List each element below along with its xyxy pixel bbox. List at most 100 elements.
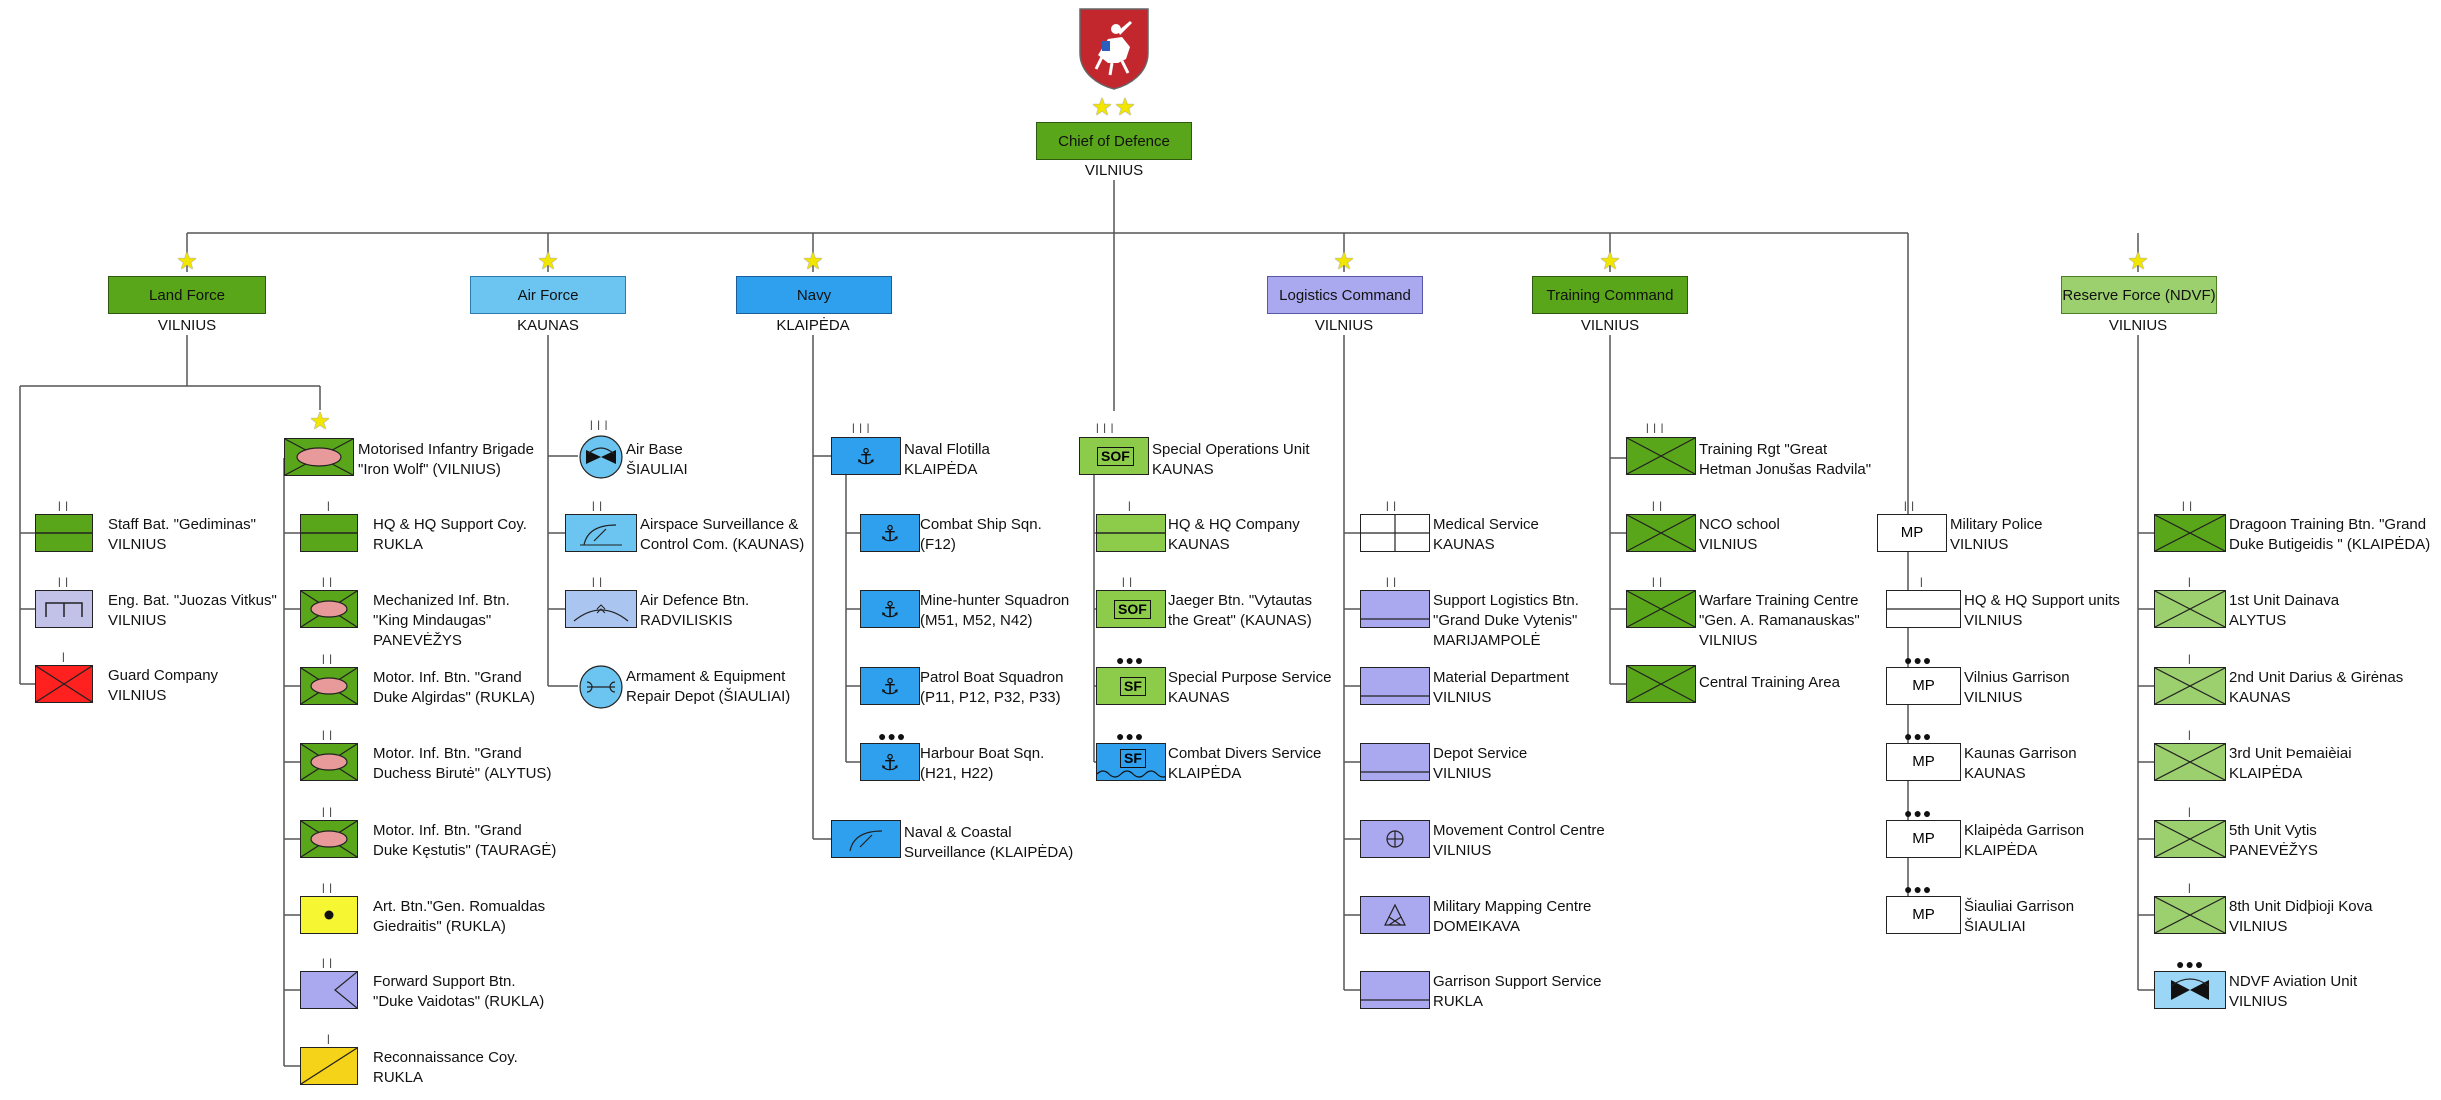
- infantry-icon[interactable]: [2154, 743, 2226, 781]
- infantry-icon[interactable]: [2154, 514, 2226, 552]
- aviation-icon[interactable]: [2154, 971, 2226, 1009]
- logistics-icon[interactable]: [1360, 590, 1430, 628]
- echelon-mark: | |: [58, 501, 69, 512]
- echelon-mark: |: [327, 501, 331, 512]
- motorised-infantry-icon[interactable]: [300, 820, 358, 858]
- combat-divers-icon[interactable]: SF: [1096, 743, 1166, 781]
- branch-city: KAUNAS: [517, 317, 579, 334]
- infantry-icon[interactable]: [1626, 514, 1696, 552]
- unit-label: Eng. Bat. "Juozas Vitkus"VILNIUS: [108, 592, 277, 629]
- forward-support-icon[interactable]: [300, 971, 358, 1009]
- unit-label: HQ & HQ Support Coy.RUKLA: [373, 516, 527, 553]
- sof-icon[interactable]: SOF: [1096, 590, 1166, 628]
- infantry-icon[interactable]: [1626, 437, 1696, 475]
- infantry-icon[interactable]: [1626, 665, 1696, 703]
- anchor-icon[interactable]: ⚓: [831, 437, 901, 475]
- unit-label: Forward Support Btn."Duke Vaidotas" (RUK…: [373, 973, 545, 1010]
- branch-training-command[interactable]: Training Command: [1532, 276, 1688, 314]
- chief-of-defence-box[interactable]: Chief of Defence: [1036, 122, 1192, 160]
- motorised-infantry-icon[interactable]: [300, 667, 358, 705]
- hq-icon[interactable]: [1886, 590, 1961, 628]
- air-defence-icon[interactable]: [565, 590, 637, 628]
- sof-icon[interactable]: SOF: [1079, 437, 1149, 475]
- logistics-icon[interactable]: [1360, 743, 1430, 781]
- chief-of-defence-city: VILNIUS: [1084, 162, 1144, 179]
- military-police-icon[interactable]: MP: [1886, 896, 1961, 934]
- military-police-icon[interactable]: MP: [1886, 667, 1961, 705]
- artillery-icon[interactable]: [300, 896, 358, 934]
- engineer-icon[interactable]: [35, 590, 93, 628]
- echelon-mark: |: [1128, 501, 1132, 512]
- echelon-mark: | | |: [590, 420, 609, 431]
- infantry-icon[interactable]: [2154, 896, 2226, 934]
- unit-label: Central Training Area: [1699, 674, 1840, 691]
- general-star-icon: ★: [1091, 94, 1113, 121]
- air-base-icon[interactable]: [578, 434, 624, 480]
- anchor-icon[interactable]: ⚓: [860, 667, 920, 705]
- medical-icon[interactable]: [1360, 514, 1430, 552]
- echelon-dots: ●●●: [1904, 881, 1933, 897]
- branch-land-force[interactable]: Land Force: [108, 276, 266, 314]
- radar-icon[interactable]: [565, 514, 637, 552]
- hq-icon[interactable]: [1096, 514, 1166, 552]
- guard-company-icon[interactable]: [35, 665, 93, 703]
- infantry-icon[interactable]: [1626, 590, 1696, 628]
- unit-label: Motorised Infantry Brigade"Iron Wolf" (V…: [358, 441, 534, 478]
- anchor-icon[interactable]: ⚓: [860, 743, 920, 781]
- unit-label: Reconnaissance Coy.RUKLA: [373, 1049, 518, 1086]
- brigade-star-icon: ★: [309, 408, 331, 435]
- unit-label: Combat Ship Sqn.(F12): [920, 516, 1042, 553]
- branch-reserve-force[interactable]: Reserve Force (NDVF): [2061, 276, 2217, 314]
- branch-logistics-command[interactable]: Logistics Command: [1267, 276, 1423, 314]
- mapping-icon[interactable]: [1360, 896, 1430, 934]
- motorised-infantry-icon[interactable]: [300, 743, 358, 781]
- branch-navy[interactable]: Navy: [736, 276, 892, 314]
- radar-icon[interactable]: [831, 820, 901, 858]
- repair-depot-icon[interactable]: [578, 664, 624, 710]
- echelon-mark: | |: [1122, 577, 1133, 588]
- infantry-icon[interactable]: [2154, 667, 2226, 705]
- svg-text:⚓: ⚓: [856, 445, 876, 470]
- logistics-icon[interactable]: [1360, 971, 1430, 1009]
- mechanized-infantry-icon[interactable]: [300, 590, 358, 628]
- reconnaissance-icon[interactable]: [300, 1047, 358, 1085]
- motorised-infantry-icon[interactable]: [284, 438, 354, 476]
- echelon-mark: |: [2188, 654, 2192, 665]
- echelon-mark: | |: [322, 807, 333, 818]
- unit-label: Mechanized Inf. Btn."King Mindaugas"PANE…: [373, 592, 510, 649]
- special-forces-icon[interactable]: SF: [1096, 667, 1166, 705]
- echelon-mark: | |: [322, 577, 333, 588]
- anchor-icon[interactable]: ⚓: [860, 590, 920, 628]
- echelon-dots: ●●●: [1904, 805, 1933, 821]
- military-police-icon[interactable]: MP: [1886, 743, 1961, 781]
- logistics-icon[interactable]: [1360, 667, 1430, 705]
- military-police-icon[interactable]: MP: [1886, 820, 1961, 858]
- branch-city: VILNIUS: [157, 317, 217, 334]
- echelon-dots: ●●●: [2176, 956, 2205, 972]
- echelon-mark: | | |: [1646, 423, 1665, 434]
- anchor-icon[interactable]: ⚓: [860, 514, 920, 552]
- staff-battalion-icon[interactable]: [35, 514, 93, 552]
- hq-icon[interactable]: [300, 514, 358, 552]
- echelon-mark: | |: [58, 577, 69, 588]
- movement-control-icon[interactable]: [1360, 820, 1430, 858]
- infantry-icon[interactable]: [2154, 820, 2226, 858]
- svg-text:⚓: ⚓: [880, 751, 900, 776]
- military-police-icon[interactable]: MP: [1877, 514, 1947, 552]
- infantry-icon[interactable]: [2154, 590, 2226, 628]
- branch-air-force[interactable]: Air Force: [470, 276, 626, 314]
- branch-city: VILNIUS: [1314, 317, 1374, 334]
